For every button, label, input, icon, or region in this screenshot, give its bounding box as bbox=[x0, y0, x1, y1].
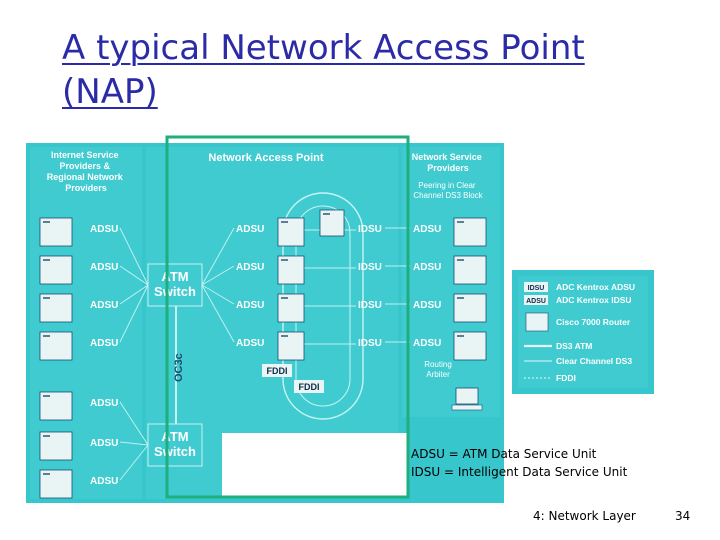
isp-link-5 bbox=[119, 401, 149, 446]
key-router-icon bbox=[525, 312, 549, 332]
nsp-adsu-tag-1: ADSU bbox=[413, 224, 441, 235]
fddi-tag-1-box bbox=[262, 364, 292, 377]
white-cover-box bbox=[222, 433, 408, 497]
key-tag-box-1 bbox=[524, 282, 548, 292]
nap-adsu-tag-2: ADSU bbox=[236, 262, 264, 273]
nap-adsu-tag-3: ADSU bbox=[236, 300, 264, 311]
adsu-definition: ADSU = ATM Data Service Unit bbox=[411, 447, 597, 461]
key-label-6: FDDI bbox=[556, 373, 576, 383]
routing-arbiter-computer bbox=[451, 387, 483, 411]
slide-title: A typical Network Access Point (NAP) bbox=[62, 28, 585, 112]
right-column-subheader: Peering in Clear Channel DS3 Block bbox=[413, 181, 483, 200]
isp-adsu-tag-7: ADSU bbox=[90, 476, 118, 487]
key-label-4: DS3 ATM bbox=[556, 341, 592, 351]
isp-link-6 bbox=[119, 441, 149, 446]
fddi-tag-2-box bbox=[294, 380, 324, 393]
isp-link-4 bbox=[119, 284, 149, 343]
nap-adsu-tag-1: ADSU bbox=[236, 224, 264, 235]
key-tag-2: ADSU bbox=[526, 298, 546, 305]
isp-adsu-tag-3: ADSU bbox=[90, 300, 118, 311]
right-column-header: Network Service Providers bbox=[412, 152, 485, 173]
isp-link-7 bbox=[119, 444, 149, 481]
isp-adsu-tag-5: ADSU bbox=[90, 398, 118, 409]
center-column-header: Network Access Point bbox=[208, 152, 323, 164]
left-column-header: Internet Service Providers & Regional Ne… bbox=[47, 150, 126, 193]
isp-devices: ADSU ADSU ADSU ADSU ADSU ADSU ADSU bbox=[39, 217, 118, 499]
connection-lines bbox=[119, 227, 410, 481]
key-label-3: Cisco 7000 Router bbox=[556, 317, 631, 327]
nsp-adsu-tag-4: ADSU bbox=[413, 338, 441, 349]
isp-adsu-tag-4: ADSU bbox=[90, 338, 118, 349]
fddi-tag-1: FDDI bbox=[267, 366, 288, 376]
isp-adsu-tag-6: ADSU bbox=[90, 438, 118, 449]
switch-link-4 bbox=[201, 284, 235, 343]
key-label-1: ADC Kentrox ADSU bbox=[556, 282, 635, 292]
nsp-adsu-tag-2: ADSU bbox=[413, 262, 441, 273]
footer-label: 4: Network Layer bbox=[533, 509, 636, 523]
key-label-2: ADC Kentrox IDSU bbox=[556, 295, 632, 305]
nap-devices: ADSU IDSU ADSU IDSU ADSU IDSU ADSU IDSU bbox=[236, 209, 382, 361]
switch-link-2 bbox=[201, 265, 235, 286]
nap-highlight-box bbox=[165, 135, 410, 499]
isp-link-2 bbox=[119, 265, 149, 286]
nap-adsu-tag-4: ADSU bbox=[236, 338, 264, 349]
nsp-devices: ADSU ADSU ADSU ADSU bbox=[413, 217, 487, 361]
key-panel-inner bbox=[518, 276, 648, 388]
idsu-definition: IDSU = Intelligent Data Service Unit bbox=[411, 465, 628, 479]
key-label-5: Clear Channel DS3 bbox=[556, 356, 632, 366]
isp-link-1 bbox=[119, 227, 149, 286]
key-items: IDSU ADC Kentrox ADSU ADSU ADC Kentrox IDSU… bbox=[524, 282, 635, 383]
isp-adsu-tag-2: ADSU bbox=[90, 262, 118, 273]
nsp-adsu-tag-3: ADSU bbox=[413, 300, 441, 311]
nap-idsu-tag-3: IDSU bbox=[358, 300, 382, 311]
isp-link-3 bbox=[119, 284, 149, 305]
fddi-tag-2: FDDI bbox=[299, 382, 320, 392]
nap-idsu-tag-4: IDSU bbox=[358, 338, 382, 349]
key-tag-box-2 bbox=[524, 295, 548, 305]
switch-link-3 bbox=[201, 284, 235, 305]
key-tag-1: IDSU bbox=[528, 285, 545, 292]
oc3c-label: OC3c bbox=[173, 353, 185, 382]
nap-idsu-tag-1: IDSU bbox=[358, 224, 382, 235]
switch-link-1 bbox=[201, 227, 235, 286]
nap-idsu-tag-2: IDSU bbox=[358, 262, 382, 273]
page-number: 34 bbox=[675, 509, 691, 523]
isp-adsu-tag-1: ADSU bbox=[90, 224, 118, 235]
